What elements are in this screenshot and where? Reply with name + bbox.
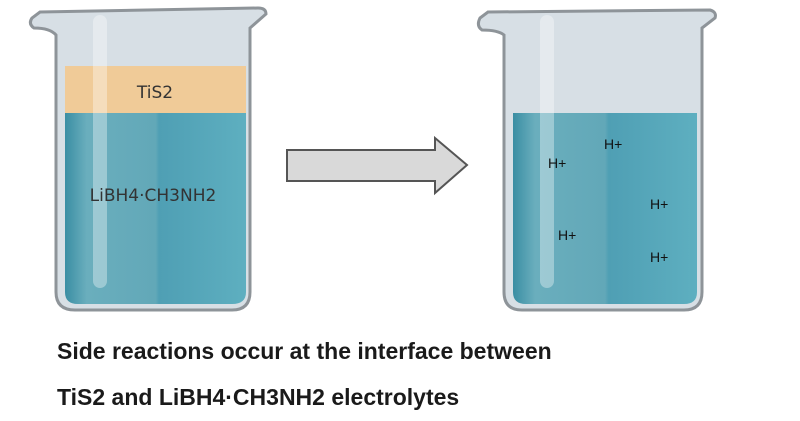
liquid bbox=[513, 113, 697, 304]
h-ion-label: H+ bbox=[650, 196, 668, 212]
electrolyte-label: LiBH4·CH3NH2 bbox=[90, 186, 217, 206]
right-beaker: H+ H+ H+ H+ H+ bbox=[476, 8, 717, 312]
h-ion-label: H+ bbox=[604, 136, 622, 152]
tis2-layer bbox=[65, 66, 246, 113]
h-ion-label: H+ bbox=[558, 227, 576, 243]
arrow-icon bbox=[286, 135, 469, 196]
tis2-label: TiS2 bbox=[136, 83, 173, 103]
caption-line-2: TiS2 and LiBH4·CH3NH2 electrolytes bbox=[57, 384, 460, 410]
electrolyte-liquid bbox=[65, 113, 246, 304]
left-beaker: TiS2 LiBH4·CH3NH2 bbox=[28, 6, 268, 312]
caption-line-1: Side reactions occur at the interface be… bbox=[57, 338, 552, 364]
h-ion-label: H+ bbox=[650, 249, 668, 265]
h-ion-label: H+ bbox=[548, 155, 566, 171]
glass-highlight bbox=[540, 15, 554, 288]
glass-highlight bbox=[93, 15, 107, 288]
